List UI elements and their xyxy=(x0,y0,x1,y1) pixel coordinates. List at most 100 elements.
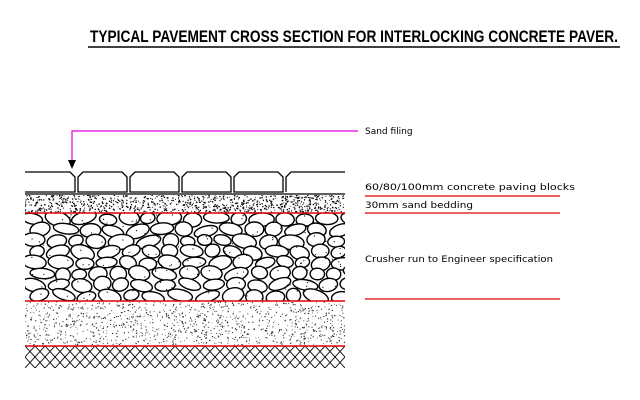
subbase-grain xyxy=(307,337,309,339)
subbase-grain xyxy=(173,319,176,321)
stone-fine xyxy=(339,263,341,266)
stone-fine xyxy=(240,232,243,234)
sand-grain xyxy=(139,202,141,204)
sand-grain xyxy=(330,198,332,201)
sand-grain xyxy=(130,201,132,203)
subbase-grain xyxy=(44,323,46,326)
subbase-grain xyxy=(76,320,78,322)
subbase-grain xyxy=(102,304,104,306)
sand-grain xyxy=(48,208,50,210)
subbase-grain xyxy=(77,328,79,330)
sand-grain xyxy=(196,196,199,198)
subbase-grain xyxy=(194,321,196,323)
subbase-grain xyxy=(48,314,51,316)
sand-grain xyxy=(208,195,210,197)
sand-grain xyxy=(150,197,152,200)
subbase-grain xyxy=(174,336,176,338)
paving-block xyxy=(129,171,180,193)
sand-grain xyxy=(184,195,187,196)
subbase-grain xyxy=(157,314,159,316)
subbase-grain xyxy=(295,324,297,326)
sand-grain xyxy=(330,196,332,198)
subbase-grain xyxy=(60,338,62,340)
sand-grain xyxy=(219,195,221,198)
sand-grain xyxy=(203,205,205,208)
stone-fine xyxy=(306,285,308,287)
sand-grain xyxy=(122,202,124,204)
sand-grain xyxy=(195,201,198,204)
subbase-grain xyxy=(197,329,199,330)
subbase-grain xyxy=(191,318,192,320)
subbase-grain xyxy=(54,323,55,325)
subbase-grain xyxy=(331,330,333,332)
subbase-grain xyxy=(208,321,210,324)
sand-grain xyxy=(286,199,288,200)
stone-fine xyxy=(286,284,288,286)
subbase-grain xyxy=(325,326,327,328)
subbase-grain xyxy=(189,317,192,319)
subbase-grain xyxy=(87,307,89,309)
sand-grain xyxy=(216,197,218,199)
subbase-grain xyxy=(283,337,285,339)
subbase-grain xyxy=(200,332,203,334)
stone-fine xyxy=(170,264,172,266)
subbase-grain xyxy=(240,343,242,345)
subbase-grain xyxy=(134,311,137,313)
sand-grain xyxy=(61,202,63,204)
subbase-grain xyxy=(45,334,47,336)
subbase-grain xyxy=(132,317,134,319)
subbase-grain xyxy=(79,324,82,326)
sand-grain xyxy=(223,204,225,207)
sand-grain xyxy=(83,195,85,197)
subbase-grain xyxy=(218,341,220,343)
sand-grain xyxy=(40,199,43,201)
subbase-grain xyxy=(55,304,57,306)
sand-grain xyxy=(218,205,220,208)
subbase-grain xyxy=(198,310,200,312)
stone-fine xyxy=(255,260,258,262)
sand-grain xyxy=(340,210,342,213)
subbase-grain xyxy=(343,317,345,319)
subbase-grain xyxy=(75,303,77,305)
sand-grain xyxy=(134,201,136,203)
subbase-grain xyxy=(107,339,109,341)
subbase-grain xyxy=(156,334,158,336)
subbase-grain xyxy=(328,312,330,314)
stone-fine xyxy=(66,245,68,248)
subbase-grain xyxy=(59,322,61,324)
sand-grain xyxy=(177,195,180,197)
subbase-grain xyxy=(25,316,26,318)
sand-grain xyxy=(74,205,76,208)
stone-fine xyxy=(306,269,309,271)
sand-grain xyxy=(73,211,75,213)
sand-grain xyxy=(178,210,180,212)
sand-grain xyxy=(231,201,234,203)
subbase-grain xyxy=(304,308,307,310)
subbase-grain xyxy=(113,326,116,328)
stone xyxy=(264,244,290,258)
subbase-grain xyxy=(93,325,95,328)
subbase-grain xyxy=(269,325,271,326)
subbase-grain xyxy=(30,312,32,314)
sand-grain xyxy=(280,209,282,211)
sand-grain xyxy=(293,200,295,202)
subbase-grain xyxy=(242,316,244,318)
subbase-grain xyxy=(262,320,264,322)
subbase-grain xyxy=(303,339,305,341)
subbase-grain xyxy=(144,332,146,334)
sand-grain xyxy=(30,196,32,198)
sand-grain xyxy=(343,204,345,206)
stone xyxy=(342,265,345,280)
soil-hatch xyxy=(214,346,236,368)
subbase-grain xyxy=(244,337,246,339)
subbase-grain xyxy=(203,318,206,320)
subbase-grain xyxy=(135,322,137,324)
sand-grain xyxy=(178,196,180,199)
subbase-grain xyxy=(212,313,214,315)
sand-grain xyxy=(91,195,94,197)
stone-fine xyxy=(107,266,110,268)
sand-grain xyxy=(245,202,248,204)
subbase-grain xyxy=(202,322,204,324)
subbase-grain xyxy=(70,308,72,310)
sand-grain xyxy=(156,203,159,205)
